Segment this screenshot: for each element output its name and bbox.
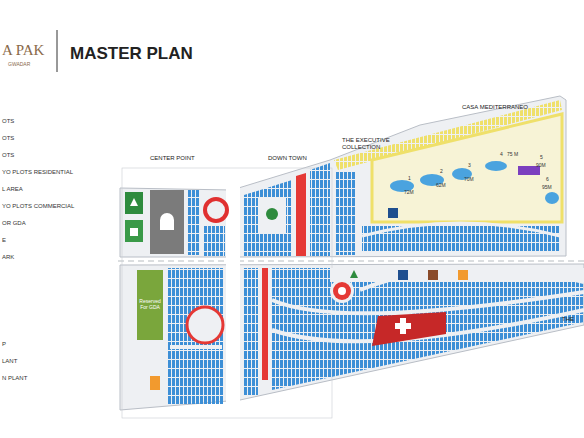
reserved-area: Reserved For GDA: [137, 270, 163, 340]
legend-text: OTS: [2, 135, 14, 142]
legend-text: L AREA: [2, 186, 23, 193]
logo-subtitle: GWADAR: [8, 62, 30, 68]
villa-size: 95M: [542, 185, 552, 191]
legend-text: OR GDA: [2, 220, 26, 227]
legend-text: YO PLOTS RESIDENTIAL: [2, 169, 73, 176]
zone-name: THE: [562, 316, 574, 323]
map-title: MASTER PLAN: [70, 45, 193, 64]
villa-size: 75 M: [507, 152, 518, 158]
legend-text: OTS: [2, 152, 14, 159]
legend-text: YO PLOTS COMMERCIAL: [2, 203, 74, 210]
villa-size: 90M: [536, 163, 546, 169]
legend-text: E: [2, 237, 6, 244]
zone-name: DOWN TOWN: [268, 155, 307, 162]
legend-text: N PLANT: [2, 375, 27, 382]
villa-size: 62M: [436, 183, 446, 189]
logo-text: A PAK: [2, 42, 44, 59]
zone-name: CENTER POINT: [150, 155, 195, 162]
villa-size: 70M: [464, 177, 474, 183]
villa-number: 6: [546, 177, 549, 183]
villa-number: 5: [540, 155, 543, 161]
villa-number: 2: [440, 169, 443, 175]
legend-text: OTS: [2, 118, 14, 125]
villa-number: 4: [500, 152, 503, 158]
villa-number: 1: [408, 176, 411, 182]
zone-name: THE EXECUTIVE COLLECTION: [342, 137, 402, 150]
legend-text: LANT: [2, 358, 17, 365]
villa-number: 3: [468, 163, 471, 169]
legend-text: ARK: [2, 254, 14, 261]
area-label: Reserved For GDA: [139, 299, 161, 311]
villa-size: 72M: [404, 190, 414, 196]
legend-text: P: [2, 341, 6, 348]
zone-name: CASA MEDITERRANEO: [462, 104, 528, 111]
